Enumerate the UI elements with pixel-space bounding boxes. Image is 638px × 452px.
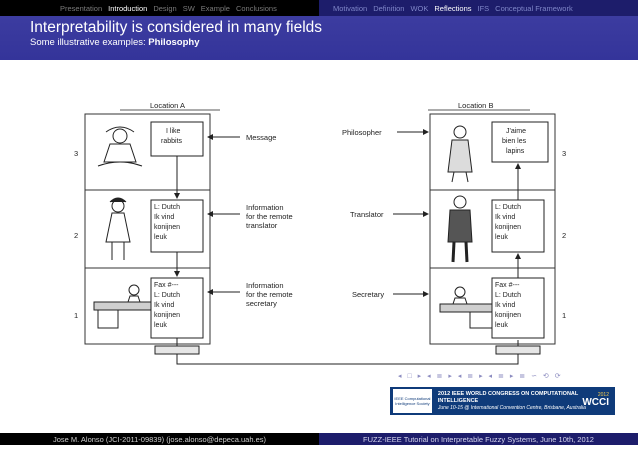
banner-line2: June 10-15 @ International Convention Ce…: [437, 404, 586, 411]
layer-2-right: 2: [562, 231, 566, 240]
top-navigation-bar: Presentation Introduction Design SW Example C…: [0, 0, 638, 16]
philosopher-a-icon: [97, 126, 143, 167]
wcci-year: 2012: [597, 392, 609, 398]
modem-b-icon: [495, 345, 541, 355]
secretary-a-icon: [93, 284, 159, 329]
layer-1-right: 1: [562, 311, 566, 320]
wcci-2012-banner: IEEE Computational Intelligence Society …: [390, 387, 615, 415]
subtitle-prefix: Some illustrative examples:: [30, 37, 146, 48]
subsection-nav-item-wok[interactable]: WOK: [410, 3, 429, 13]
translator-b-icon: [447, 195, 473, 263]
slide-title: Interpretability is considered in many f…: [30, 19, 323, 36]
footer-bar: Jose M. Alonso (JCI-2011-09839) (jose.al…: [0, 433, 638, 445]
label-info-secretary: Information for the remote secretary: [246, 281, 295, 308]
philosopher-translator-secretary-diagram: Location A Location B 3 2 1 3 2 1: [74, 101, 566, 365]
subsection-nav-item-ifs[interactable]: IFS: [477, 3, 490, 13]
message-box-a-1: [150, 277, 204, 339]
banner-text: 2012 IEEE WORLD CONGRESS ON COMPUTATIONA…: [438, 391, 615, 412]
footer-author: Jose M. Alonso (JCI-2011-09839) (jose.al…: [0, 433, 319, 445]
message-b-2: L: Dutch Ik vind konijnen leuk: [495, 204, 523, 241]
message-b-1: Fax #--- L: Dutch Ik vind konijnen leuk: [495, 282, 523, 329]
message-box-a-3: [150, 121, 204, 157]
subsection-nav-item-conceptual-framework[interactable]: Conceptual Framework: [495, 3, 573, 13]
footer-event: FUZZ-IEEE Tutorial on Interpretable Fuzz…: [319, 433, 638, 445]
modem-a-icon: [154, 345, 200, 355]
section-nav-item-design[interactable]: Design: [153, 3, 177, 13]
layer-2-left: 2: [74, 231, 78, 240]
subsection-nav: Motivation Definition WOK Reflections IFS Con…: [319, 0, 638, 16]
message-a-2: L: Dutch Ik vind konijnen leuk: [154, 204, 182, 241]
label-philosopher: Philosopher: [342, 128, 382, 137]
beamer-navigation-symbols[interactable]: ◂ □ ▸ ◂ ≣ ▸ ◂ ≣ ▸ ◂ ≣ ▸ ≣ ∽ ⟲ ⟳: [398, 373, 563, 380]
message-box-b-1: [491, 277, 545, 339]
location-b-label: Location B: [458, 101, 493, 110]
layer-3-left: 3: [74, 149, 78, 158]
layer-1-left: 1: [74, 311, 78, 320]
message-b-3: J'aime bien les lapins: [502, 128, 528, 155]
message-a-1: Fax #--- L: Dutch Ik vind konijnen leuk: [154, 282, 182, 329]
section-nav-item-conclusions[interactable]: Conclusions: [235, 3, 277, 13]
subtitle-topic: Philosophy: [148, 37, 200, 48]
label-message: Message: [246, 133, 276, 142]
cis-logo: IEEE Computational Intelligence Society: [393, 389, 432, 413]
location-a-label: Location A: [150, 101, 185, 110]
section-nav: Presentation Introduction Design SW Example C…: [0, 0, 319, 16]
wcci-logo: 2012 WCCI: [582, 391, 609, 408]
label-translator: Translator: [350, 210, 384, 219]
message-box-a-2: [150, 199, 204, 253]
message-a-3: I like rabbits: [161, 128, 183, 145]
section-nav-item-presentation[interactable]: Presentation: [60, 3, 103, 13]
banner-line1: 2012 IEEE WORLD CONGRESS ON COMPUTATIONA…: [437, 390, 579, 404]
message-box-b-2: [491, 199, 545, 253]
subsection-nav-item-reflections[interactable]: Reflections: [434, 3, 472, 13]
location-b-stack: [429, 113, 556, 345]
section-nav-item-introduction[interactable]: Introduction: [108, 3, 148, 13]
secretary-b-icon: [439, 286, 497, 329]
slide-title-bar: Interpretability is considered in many f…: [0, 16, 638, 60]
layer-3-right: 3: [562, 149, 566, 158]
label-info-translator: Information for the remote translator: [246, 203, 295, 230]
translator-a-icon: [105, 197, 131, 260]
subsection-nav-item-definition[interactable]: Definition: [373, 3, 405, 13]
philosopher-b-icon: [447, 125, 473, 183]
label-secretary: Secretary: [352, 290, 384, 299]
location-a-stack: [84, 113, 211, 345]
section-nav-item-sw[interactable]: SW: [182, 3, 195, 13]
wcci-label: WCCI: [582, 397, 609, 408]
transmission-wire: [176, 354, 519, 365]
message-box-b-3: [491, 121, 549, 163]
slide-subtitle: Some illustrative examples: Philosophy: [30, 37, 638, 49]
section-nav-item-example[interactable]: Example: [200, 3, 230, 13]
subsection-nav-item-motivation[interactable]: Motivation: [333, 3, 368, 13]
